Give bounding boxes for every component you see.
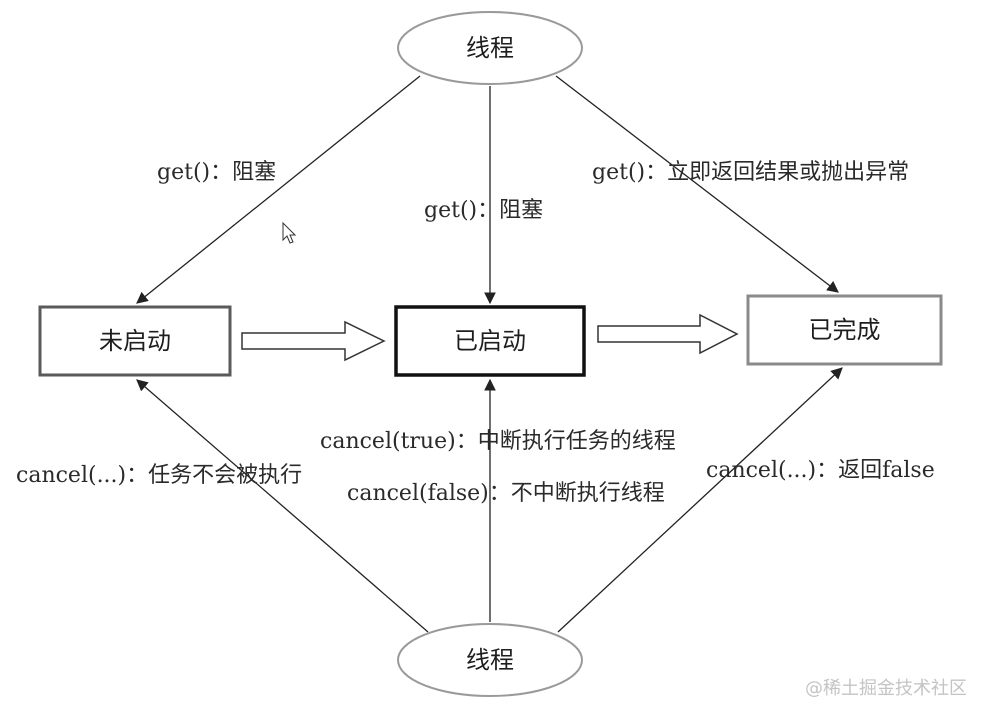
thread-bottom-label: 线程 [466,646,514,674]
edge-get-not-started [136,75,421,304]
thread-bottom-node [397,623,583,697]
get-completed-label: get()：立即返回结果或抛出异常 [592,160,910,185]
get-started-label: get()：阻塞 [424,198,544,223]
transition-arrow-complete [597,313,739,355]
not-started-label: 未启动 [99,327,171,355]
started-node [394,305,586,377]
cancel-not-started-label: cancel(...)：任务不会被执行 [16,463,303,488]
thread-top-node [397,11,583,85]
cancel-true-started-label: cancel(true)：中断执行任务的线程 [320,429,676,454]
cancel-completed-label: cancel(...)：返回false [706,458,935,483]
not-started-node [38,305,232,377]
edge-cancel-not-started [136,379,429,633]
edge-cancel-completed [557,367,843,633]
watermark: @稀土掘金技术社区 [805,678,967,699]
completed-label: 已完成 [808,316,881,344]
transition-arrow-start [241,320,386,362]
completed-node [746,294,943,366]
edge-get-completed [555,75,839,293]
thread-top-label: 线程 [466,34,514,62]
get-not-started-label: get()：阻塞 [157,160,277,185]
mouse-pointer-icon [282,222,296,244]
cancel-false-started-label: cancel(false)：不中断执行线程 [347,481,665,506]
started-label: 已启动 [454,327,526,355]
